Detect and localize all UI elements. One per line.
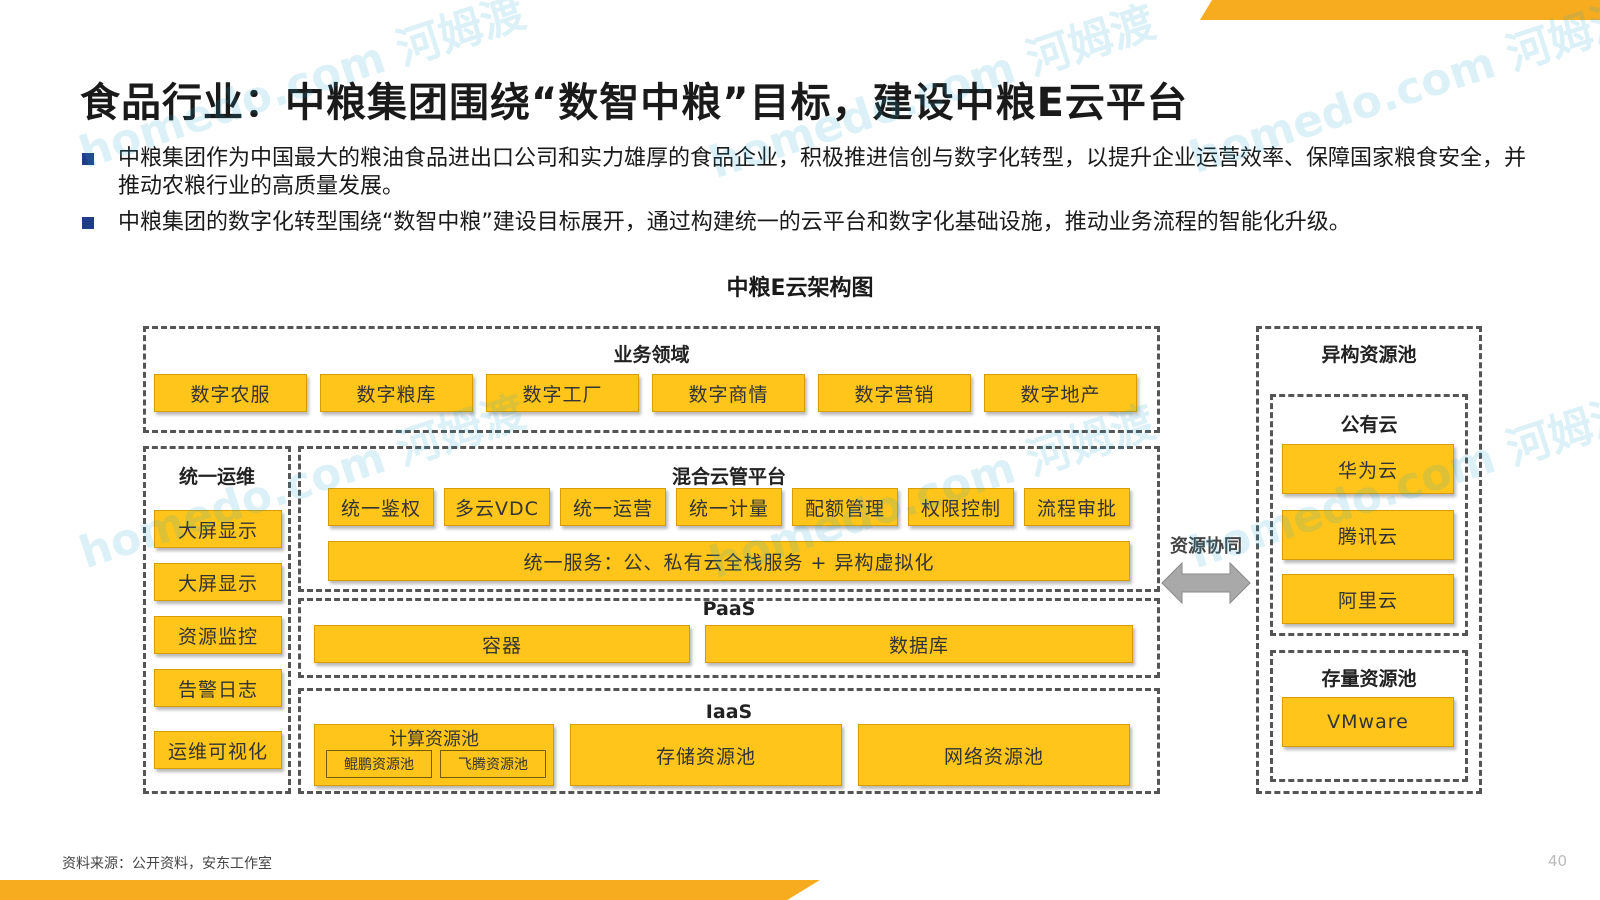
business-item: 数字粮库 — [320, 374, 473, 412]
paas-item: 数据库 — [705, 625, 1133, 663]
public-cloud-item: 阿里云 — [1282, 574, 1454, 624]
hetero-pool-label: 异构资源池 — [1321, 344, 1417, 366]
page-title: 食品行业：中粮集团围绕“数智中粮”目标，建设中粮E云平台 — [80, 80, 1188, 126]
hybrid-item: 配额管理 — [792, 488, 898, 526]
hybrid-cloud-region — [298, 446, 1160, 592]
ops-item: 大屏显示 — [154, 510, 282, 548]
business-item: 数字商情 — [652, 374, 805, 412]
compute-sub-item: 飞腾资源池 — [440, 750, 546, 778]
hybrid-item: 统一运营 — [560, 488, 666, 526]
hybrid-item: 统一计量 — [676, 488, 782, 526]
bullet-square-icon — [82, 153, 94, 165]
ops-item: 资源监控 — [154, 616, 282, 654]
business-domain-region — [143, 326, 1160, 433]
business-item: 数字工厂 — [486, 374, 639, 412]
resource-collab-label: 资源协同 — [1170, 536, 1242, 557]
iaas-region — [298, 688, 1160, 794]
legacy-pool-label: 存量资源池 — [1321, 668, 1417, 690]
hybrid-item: 权限控制 — [908, 488, 1014, 526]
hybrid-item: 流程审批 — [1024, 488, 1130, 526]
hybrid-item: 多云VDC — [444, 488, 550, 526]
hybrid-cloud-label: 混合云管平台 — [671, 466, 786, 488]
paas-region — [298, 598, 1160, 678]
hetero-pool-region — [1256, 326, 1482, 794]
legacy-pool-region — [1270, 650, 1468, 782]
paas-label: PaaS — [702, 598, 756, 620]
diagram-title: 中粮E云架构图 — [726, 276, 874, 301]
bullet-text: 中粮集团作为中国最大的粮油食品进出口公司和实力雄厚的食品企业，积极推进信创与数字… — [118, 146, 1527, 199]
public-cloud-item: 腾讯云 — [1282, 510, 1454, 560]
business-item: 数字营销 — [818, 374, 971, 412]
hybrid-item: 统一鉴权 — [328, 488, 434, 526]
storage-pool-box: 存储资源池 — [570, 724, 842, 786]
page-number: 40 — [1548, 852, 1568, 870]
unified-ops-label: 统一运维 — [178, 466, 255, 488]
business-item: 数字地产 — [984, 374, 1137, 412]
ops-item: 运维可视化 — [154, 731, 282, 769]
unified-service-bar: 统一服务：公、私有云全栈服务 + 异构虚拟化 — [328, 541, 1130, 581]
bullet-item: 中粮集团作为中国最大的粮油食品进出口公司和实力雄厚的食品企业，积极推进信创与数字… — [80, 145, 1530, 201]
network-pool-box: 网络资源池 — [858, 724, 1130, 786]
ops-item: 大屏显示 — [154, 563, 282, 601]
bottom-accent-band — [0, 880, 820, 900]
bullet-list: 中粮集团作为中国最大的粮油食品进出口公司和实力雄厚的食品企业，积极推进信创与数字… — [80, 145, 1530, 245]
source-note: 资料来源：公开资料，安东工作室 — [62, 856, 272, 872]
double-arrow-icon — [1161, 561, 1251, 605]
bullet-item: 中粮集团的数字化转型围绕“数智中粮”建设目标展开，通过构建统一的云平台和数字化基… — [80, 209, 1530, 237]
top-accent-band — [1200, 0, 1600, 20]
iaas-label: IaaS — [705, 701, 753, 723]
compute-sub-item: 鲲鹏资源池 — [326, 750, 432, 778]
unified-ops-region — [143, 446, 291, 794]
public-cloud-item: 华为云 — [1282, 444, 1454, 494]
bullet-square-icon — [82, 217, 94, 229]
paas-item: 容器 — [314, 625, 690, 663]
public-cloud-region — [1270, 394, 1468, 636]
business-item: 数字农服 — [154, 374, 307, 412]
public-cloud-label: 公有云 — [1340, 414, 1398, 436]
ops-item: 告警日志 — [154, 669, 282, 707]
bullet-text: 中粮集团的数字化转型围绕“数智中粮”建设目标展开，通过构建统一的云平台和数字化基… — [118, 210, 1351, 235]
legacy-pool-item: VMware — [1282, 697, 1454, 747]
business-domain-label: 业务领域 — [613, 344, 690, 366]
compute-pool-label: 计算资源池 — [389, 729, 479, 750]
